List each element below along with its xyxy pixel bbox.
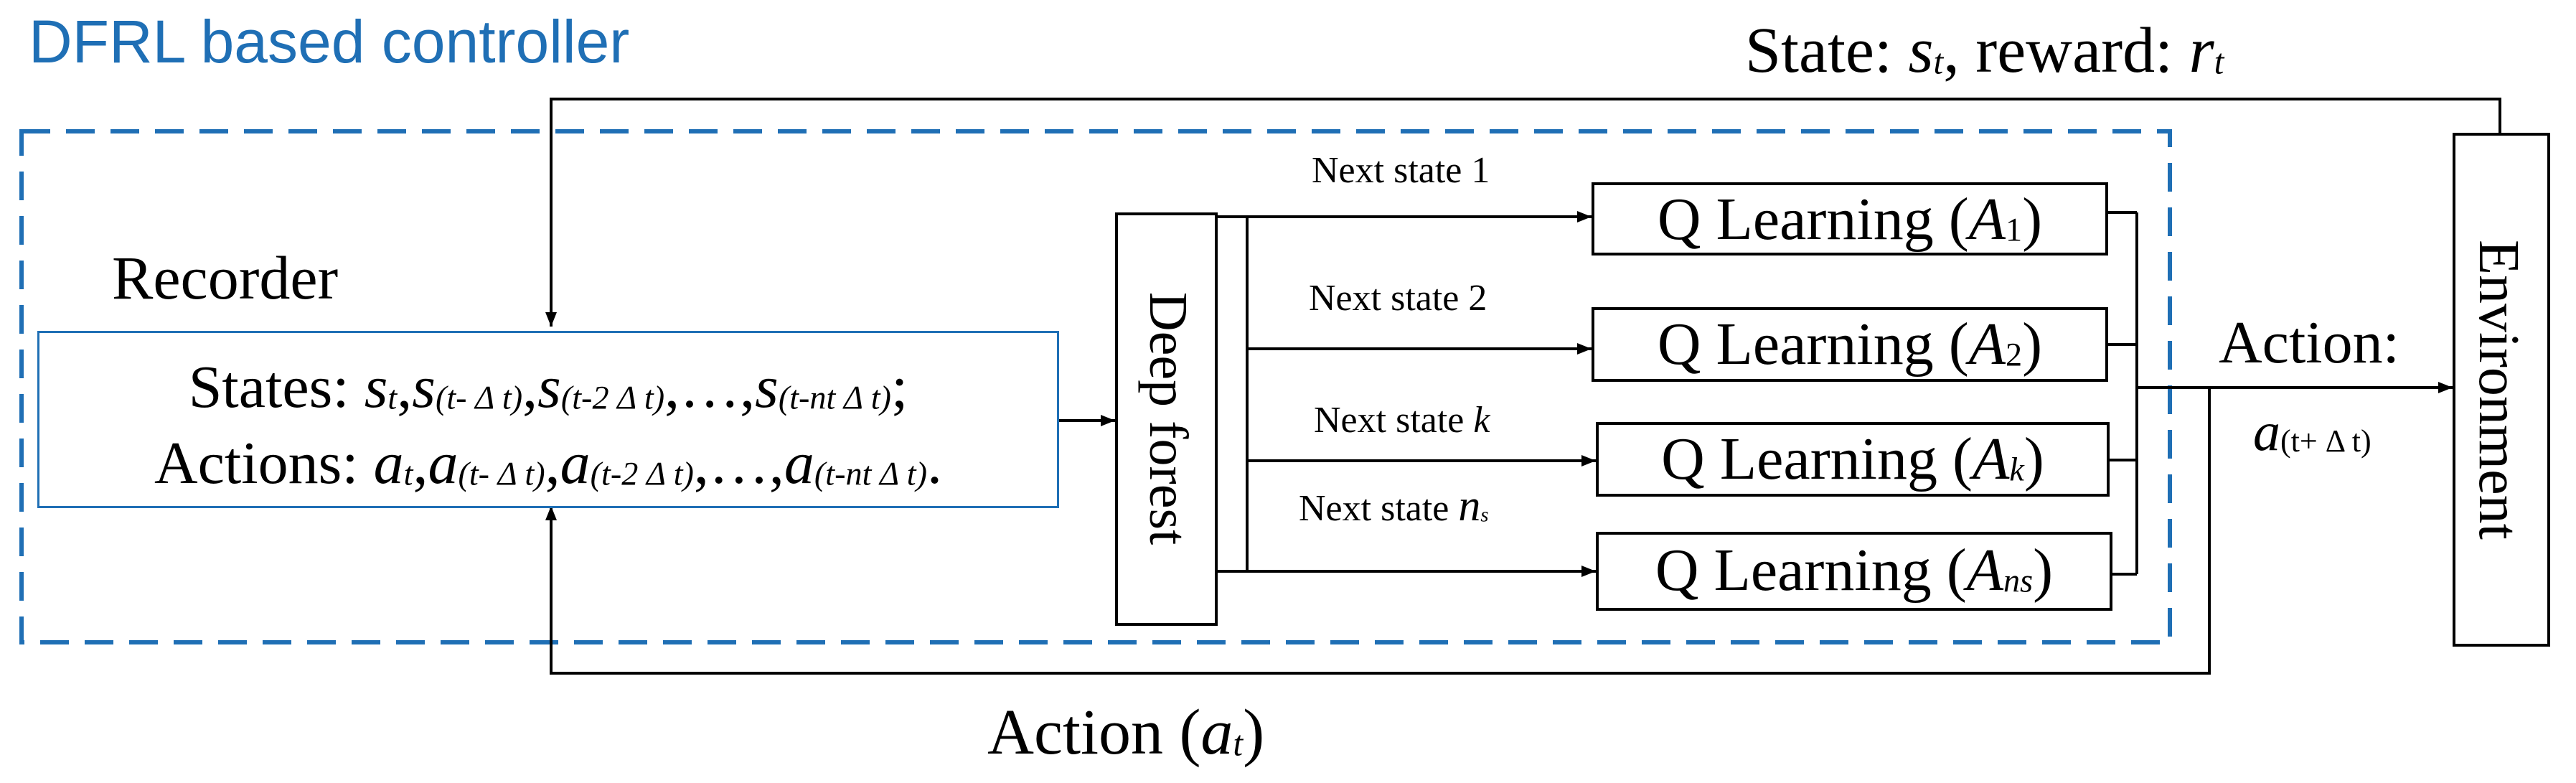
actions-sub-3: (t-nt Δ t) bbox=[814, 455, 928, 492]
states-sub-2: (t-2 Δ t) bbox=[560, 379, 665, 416]
states-sep-2: ,…, bbox=[664, 354, 756, 421]
states-var-3: s bbox=[755, 354, 779, 421]
state-reward-label: State: st, reward: rt bbox=[1745, 15, 2224, 86]
environment-box: Environment bbox=[2453, 133, 2550, 647]
state-feedback-line bbox=[545, 98, 2501, 327]
states-sub-1: (t- Δ t) bbox=[435, 379, 523, 416]
states-sub-3: (t-nt Δ t) bbox=[778, 379, 891, 416]
actions-sub-2: (t-2 Δ t) bbox=[590, 455, 694, 492]
environment-label: Environment bbox=[2467, 240, 2530, 540]
actions-var-2: a bbox=[560, 430, 591, 497]
q-learning-box-k: Q Learning (Ak) bbox=[1596, 422, 2110, 497]
recorder-actions-line: Actions: at,a(t- Δ t),a(t-2 Δ t),…,a(t-n… bbox=[39, 433, 1057, 494]
deep-forest-box: Deep forest bbox=[1115, 212, 1218, 626]
actions-sep-3: . bbox=[927, 430, 943, 497]
actions-sub-1: (t- Δ t) bbox=[458, 455, 545, 492]
next-state-2-label: Next state 2 bbox=[1309, 278, 1487, 319]
q-learning-ns-label: Q Learning (Ans) bbox=[1655, 537, 2054, 604]
q-learning-box-ns: Q Learning (Ans) bbox=[1596, 532, 2112, 611]
controller-title: DFRL based controller bbox=[29, 8, 630, 75]
recorder-title: Recorder bbox=[112, 243, 339, 312]
actions-var-3: a bbox=[784, 430, 814, 497]
recorder-box: States: st,s(t- Δ t),s(t-2 Δ t),…,s(t-nt… bbox=[37, 331, 1059, 508]
actions-sub-0: t bbox=[403, 455, 413, 492]
states-var-1: s bbox=[412, 354, 436, 421]
states-sub-0: t bbox=[387, 379, 398, 416]
next-state-1-label: Next state 1 bbox=[1312, 150, 1490, 191]
actions-sep-1: , bbox=[545, 430, 560, 497]
states-var-0: s bbox=[364, 354, 388, 421]
actions-var-1: a bbox=[428, 430, 459, 497]
q-learning-1-label: Q Learning (A1) bbox=[1657, 186, 2043, 253]
q-learning-box-2: Q Learning (A2) bbox=[1592, 307, 2108, 382]
next-state-k-label: Next state k bbox=[1314, 400, 1490, 441]
states-sep-1: , bbox=[522, 354, 538, 421]
q-learning-k-label: Q Learning (Ak) bbox=[1661, 426, 2044, 492]
q-learning-2-label: Q Learning (A2) bbox=[1657, 311, 2043, 378]
actions-label: Actions: bbox=[154, 430, 374, 497]
actions-sep-0: , bbox=[413, 430, 428, 497]
states-sep-0: , bbox=[397, 354, 413, 421]
actions-sep-2: ,…, bbox=[693, 430, 784, 497]
states-var-2: s bbox=[537, 354, 561, 421]
q-learning-box-1: Q Learning (A1) bbox=[1592, 182, 2108, 255]
states-label: States: bbox=[188, 354, 365, 421]
action-output-label: Action: bbox=[2219, 309, 2399, 376]
actions-var-0: a bbox=[373, 430, 404, 497]
deep-forest-label: Deep forest bbox=[1138, 291, 1198, 545]
action-output-var: a(t+ Δ t) bbox=[2253, 402, 2371, 462]
action-feedback-label: Action (at) bbox=[987, 697, 1265, 768]
states-sep-3: ; bbox=[890, 354, 908, 421]
next-state-ns-label: Next state ns bbox=[1299, 482, 1489, 530]
recorder-states-line: States: st,s(t- Δ t),s(t-2 Δ t),…,s(t-nt… bbox=[39, 357, 1057, 418]
